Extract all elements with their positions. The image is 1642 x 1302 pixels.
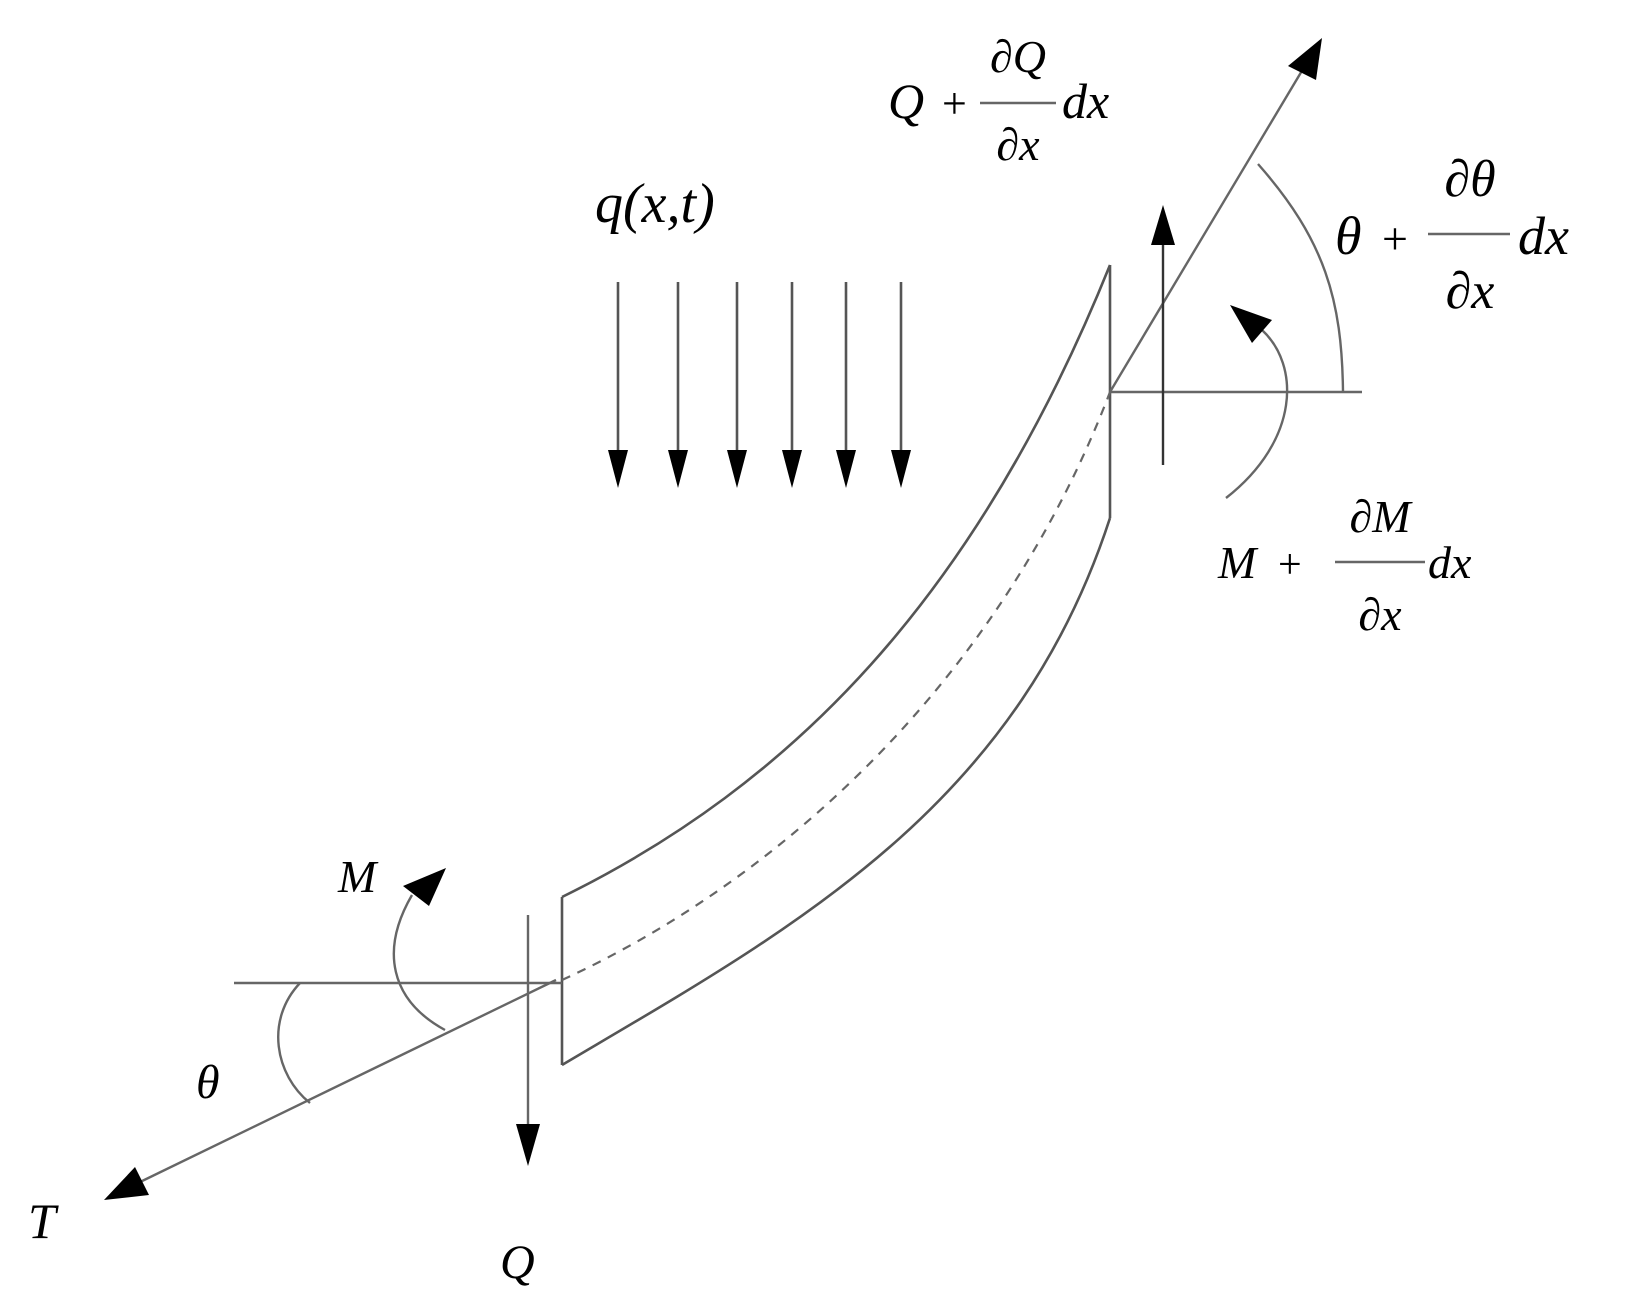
moment-left-arrowhead — [403, 868, 446, 906]
distributed-load-arrows — [608, 282, 911, 488]
moment-left-arc — [392, 894, 446, 1032]
right-section — [1108, 38, 1362, 499]
svg-text:+: + — [1278, 542, 1302, 588]
left-section — [104, 868, 562, 1200]
beam-top-edge — [561, 264, 1112, 899]
tension-arrowhead — [104, 1167, 149, 1200]
svg-text:∂M: ∂M — [1349, 491, 1413, 542]
tangent-arrowhead — [1288, 38, 1322, 80]
svg-text:dx: dx — [1428, 537, 1472, 588]
svg-text:+: + — [1382, 213, 1408, 264]
angle-left-label: θ — [196, 1056, 220, 1109]
svg-text:∂x: ∂x — [996, 119, 1040, 170]
tangent-extension-line — [1108, 63, 1308, 393]
angle-right-label: θ + ∂θ ∂x dx — [1335, 151, 1569, 320]
tension-arrow-line — [137, 978, 557, 1185]
svg-text:∂Q: ∂Q — [990, 31, 1046, 82]
moment-right-label: M + ∂M ∂x dx — [1217, 491, 1472, 640]
svg-text:∂x: ∂x — [1446, 263, 1495, 320]
angle-left-arc — [277, 982, 311, 1104]
angle-right-arc — [1257, 163, 1345, 393]
svg-text:∂θ: ∂θ — [1444, 151, 1495, 208]
svg-text:M: M — [1217, 537, 1259, 588]
shear-left-label: Q — [500, 1236, 535, 1289]
moment-right-arrowhead — [1230, 305, 1272, 343]
load-label: q(x,t) — [595, 173, 715, 235]
shear-right-arrowhead — [1151, 205, 1175, 245]
svg-text:Q: Q — [888, 73, 924, 129]
tension-label: T — [28, 1193, 59, 1249]
shear-right-label: Q + ∂Q ∂x dx — [888, 31, 1109, 170]
svg-text:∂x: ∂x — [1358, 589, 1402, 640]
shear-left-arrowhead — [516, 1124, 540, 1166]
svg-text:dx: dx — [1062, 73, 1109, 129]
moment-right-arc — [1225, 329, 1289, 499]
labels: q(x,t) T Q M θ Q + ∂Q ∂x dx θ + ∂θ ∂x dx… — [28, 31, 1569, 1289]
svg-text:+: + — [942, 79, 967, 128]
svg-text:θ: θ — [1335, 206, 1362, 266]
beam-bottom-edge — [561, 517, 1112, 1067]
beam-centerline — [561, 391, 1112, 981]
moment-left-label: M — [337, 851, 379, 902]
beam-element — [560, 264, 1112, 1067]
svg-text:dx: dx — [1518, 206, 1569, 266]
